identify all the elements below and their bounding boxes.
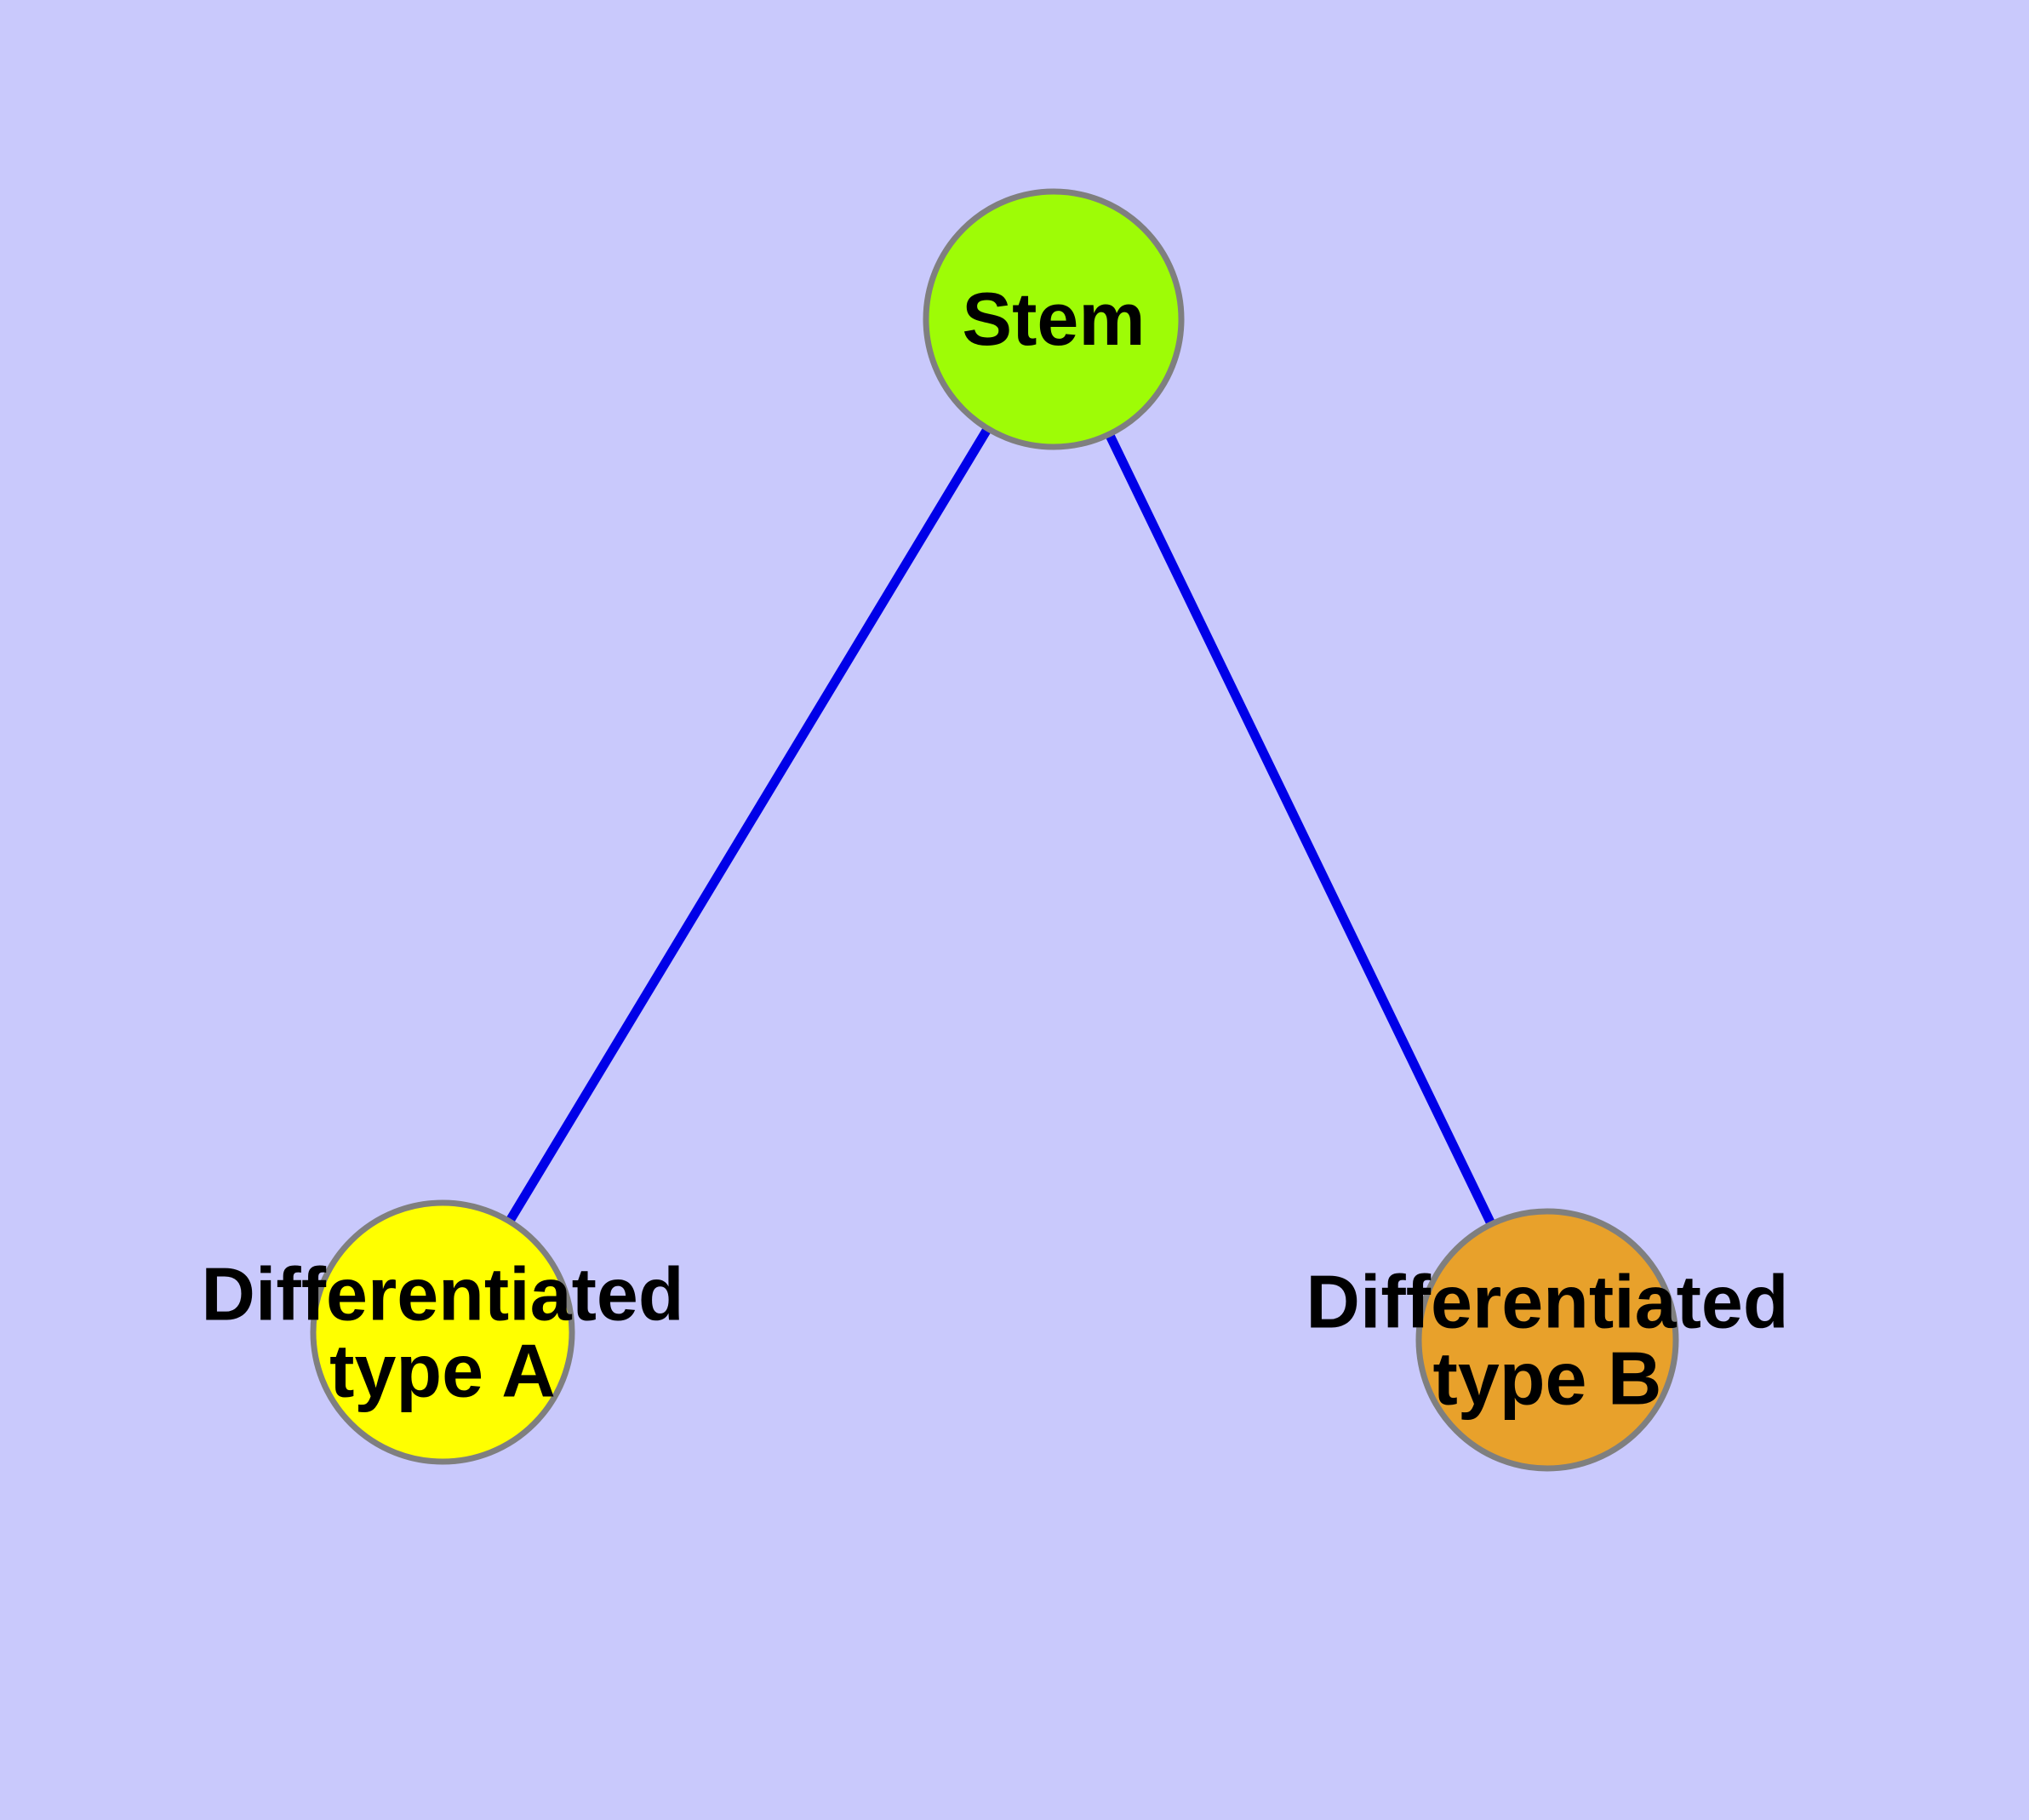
graph-edge-stem-to-diff-a[interactable] <box>504 424 993 1226</box>
graph-node-diff_b[interactable] <box>1415 1208 1679 1472</box>
graph-edge-stem-to-diff-b[interactable] <box>1104 430 1497 1228</box>
graph-node-stem[interactable] <box>923 188 1185 450</box>
graph-node-diff_a[interactable] <box>310 1199 575 1465</box>
nodes-layer <box>310 188 1679 1472</box>
edges-layer <box>504 424 1497 1228</box>
